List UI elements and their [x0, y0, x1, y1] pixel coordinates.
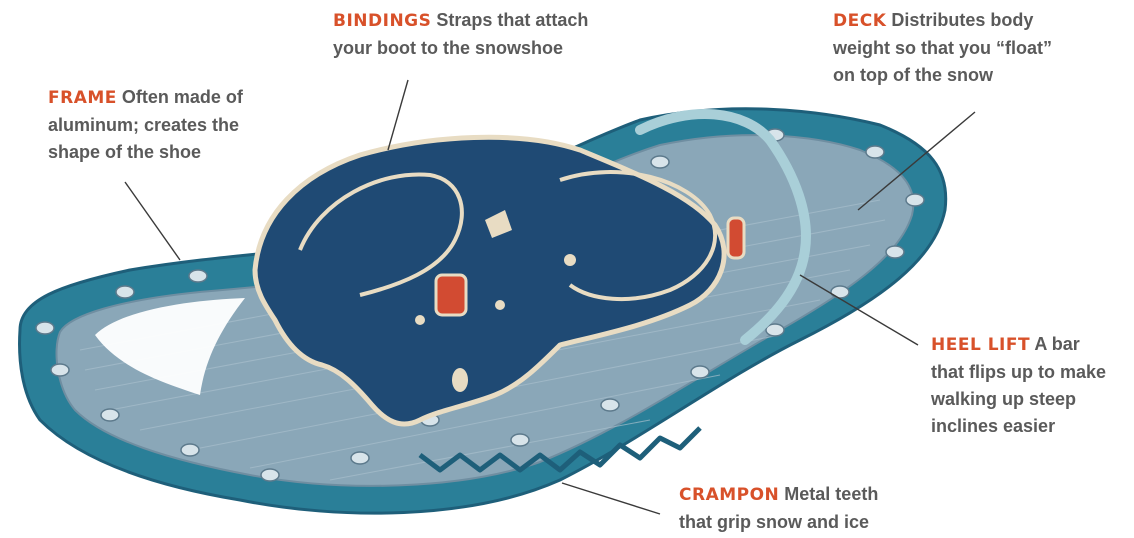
frame-term: FRAME — [48, 88, 117, 108]
heel-lift-line-2: that flips up to make — [931, 359, 1106, 386]
deck-line-1: Distributes body — [891, 10, 1033, 30]
crampon-line-1: Metal teeth — [784, 484, 878, 504]
frame-callout: FRAME Often made of aluminum; creates th… — [48, 84, 243, 166]
crampon-callout: CRAMPON Metal teeth that grip snow and i… — [679, 481, 878, 536]
frame-line-1: Often made of — [122, 87, 243, 107]
heel-lift-line-1: A bar — [1034, 334, 1079, 354]
bindings-line-2: your boot to the snowshoe — [333, 35, 588, 62]
bindings-callout: BINDINGS Straps that attach your boot to… — [333, 7, 588, 62]
frame-line-3: shape of the shoe — [48, 139, 243, 166]
deck-callout: DECK Distributes body weight so that you… — [833, 7, 1052, 89]
bindings-leader — [388, 80, 408, 150]
crampon-leader — [562, 483, 660, 514]
heel-lift-leader — [800, 275, 918, 345]
deck-term: DECK — [833, 11, 886, 31]
bindings-term: BINDINGS — [333, 11, 431, 31]
heel-lift-line-4: inclines easier — [931, 413, 1106, 440]
deck-leader — [858, 112, 975, 210]
heel-lift-term: HEEL LIFT — [931, 335, 1030, 355]
heel-lift-callout: HEEL LIFT A bar that flips up to make wa… — [931, 331, 1106, 440]
deck-line-3: on top of the snow — [833, 62, 1052, 89]
deck-line-2: weight so that you “float” — [833, 35, 1052, 62]
crampon-line-2: that grip snow and ice — [679, 509, 878, 536]
frame-leader — [125, 182, 180, 260]
frame-line-2: aluminum; creates the — [48, 112, 243, 139]
bindings-line-1: Straps that attach — [436, 10, 588, 30]
heel-lift-line-3: walking up steep — [931, 386, 1106, 413]
crampon-term: CRAMPON — [679, 485, 779, 505]
